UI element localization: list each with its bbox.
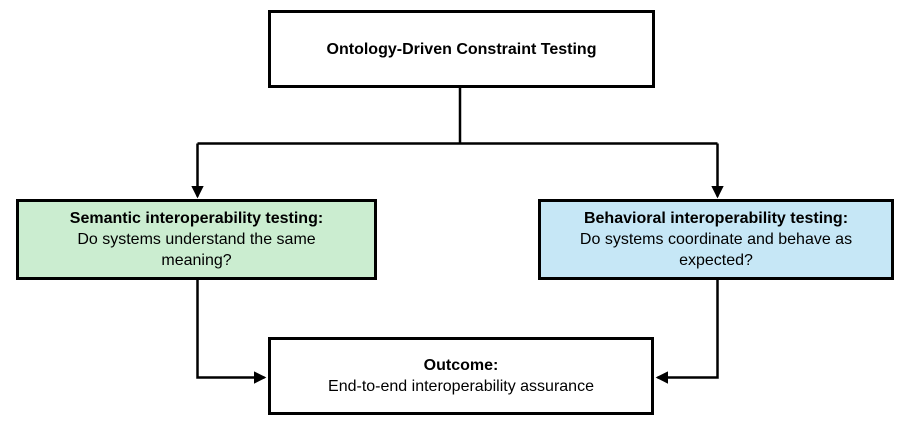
arrow-behavioral-to-outcome — [655, 278, 719, 384]
node-ontology-driven-constraint-testing: Ontology-Driven Constraint Testing — [268, 10, 655, 88]
node-behavioral-interoperability-testing: Behavioral interoperability testing: Do … — [538, 199, 894, 280]
node-semantic-interoperability-testing: Semantic interoperability testing: Do sy… — [16, 199, 377, 280]
semantic-node-body: Do systems understand the same meaning? — [77, 231, 316, 269]
node-outcome: Outcome: End-to-end interoperability ass… — [268, 337, 654, 415]
outcome-node-body: End-to-end interoperability assurance — [328, 378, 594, 395]
root-node-label: Ontology-Driven Constraint Testing — [326, 40, 597, 58]
behavioral-node-heading: Behavioral interoperability testing: — [583, 210, 849, 227]
semantic-node-heading: Semantic interoperability testing: — [69, 210, 324, 227]
connector-root-split — [197, 86, 718, 145]
behavioral-node-body: Do systems coordinate and behave as expe… — [579, 231, 853, 269]
arrow-semantic-to-outcome — [196, 278, 267, 384]
outcome-node-heading: Outcome: — [423, 357, 499, 374]
